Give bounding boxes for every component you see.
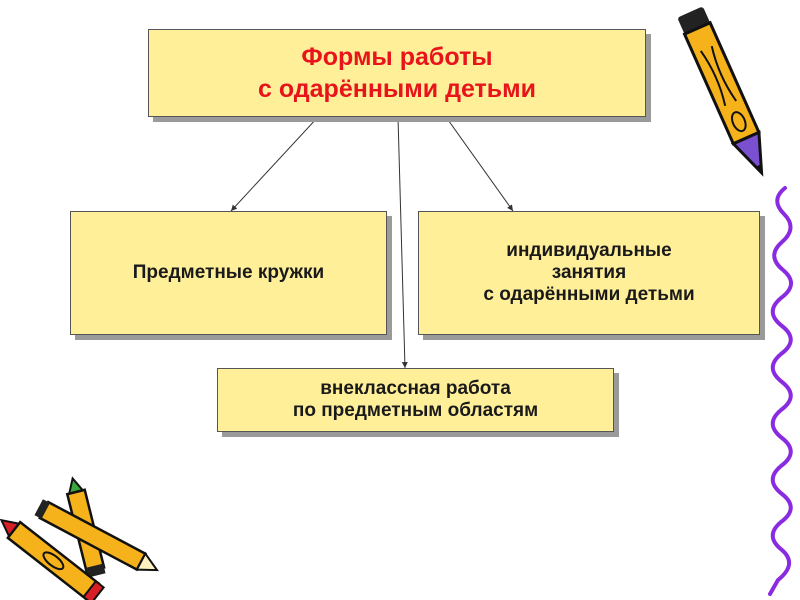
pencils-icon — [0, 0, 800, 600]
